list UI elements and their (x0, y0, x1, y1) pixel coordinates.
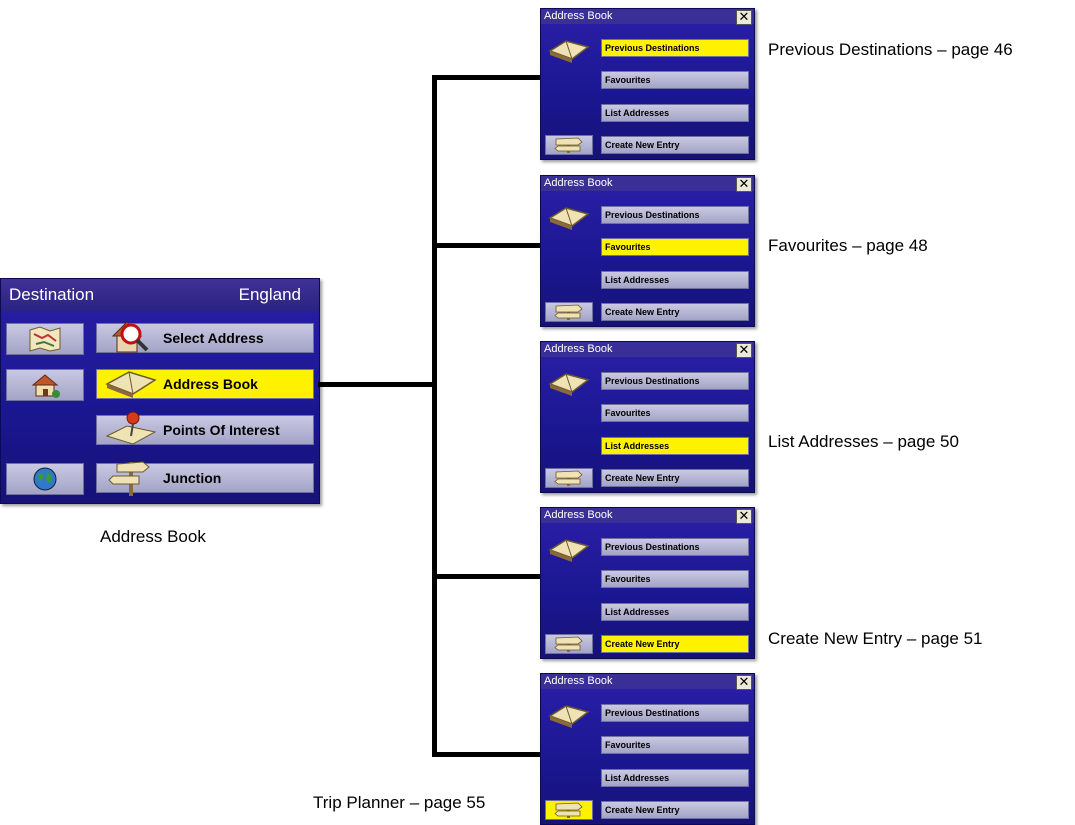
screen-caption: Previous Destinations – page 46 (768, 40, 1013, 59)
address-book-item[interactable]: Create New Entry (601, 801, 749, 819)
points-of-interest-button[interactable]: Points Of Interest (96, 411, 314, 445)
book-icon (548, 35, 592, 70)
destination-region: England (238, 285, 301, 304)
trip-planner-button[interactable] (545, 634, 593, 654)
trip-planner-button[interactable] (545, 800, 593, 820)
map-icon (29, 326, 61, 352)
close-icon[interactable]: ✕ (736, 10, 752, 25)
address-book-item[interactable]: List Addresses (601, 603, 749, 621)
trip-planner-button[interactable] (545, 135, 593, 155)
screen-caption: Trip Planner – page 55 (313, 793, 486, 812)
address-book-item[interactable]: List Addresses (601, 437, 749, 455)
connector-horizontal (318, 382, 434, 387)
destination-row: Points Of Interest (1, 411, 319, 449)
destination-row: Junction (1, 459, 319, 497)
screen-caption: List Addresses – page 50 (768, 432, 959, 451)
destination-screen: Destination England Select Address (0, 278, 320, 504)
destination-caption: Address Book (100, 527, 206, 546)
close-icon[interactable]: ✕ (736, 675, 752, 690)
book-icon (548, 534, 592, 569)
trip-planner-button[interactable] (545, 468, 593, 488)
address-book-title: Address Book (541, 342, 754, 357)
book-icon (548, 368, 592, 403)
home-button[interactable] (6, 369, 84, 401)
address-book-title: Address Book (541, 9, 754, 24)
close-icon[interactable]: ✕ (736, 177, 752, 192)
signpost-icon (554, 802, 583, 818)
close-icon[interactable]: ✕ (736, 343, 752, 358)
address-book-item[interactable]: Previous Destinations (601, 704, 749, 722)
book-icon (548, 202, 592, 237)
trip-planner-button[interactable] (545, 302, 593, 322)
signpost-icon (554, 137, 583, 153)
address-book-item[interactable]: Favourites (601, 238, 749, 256)
address-book-item[interactable]: Favourites (601, 404, 749, 422)
junction-label: Junction (163, 470, 222, 486)
connector-branch (432, 574, 540, 579)
address-book-item[interactable]: List Addresses (601, 104, 749, 122)
book-icon (103, 362, 159, 405)
address-book-title: Address Book (541, 176, 754, 191)
connector-branch (432, 752, 540, 757)
connector-branch (432, 75, 540, 80)
address-book-item[interactable]: Previous Destinations (601, 206, 749, 224)
address-book-item[interactable]: Previous Destinations (601, 39, 749, 57)
address-book-label: Address Book (163, 376, 258, 392)
address-book-title: Address Book (541, 674, 754, 689)
address-book-item[interactable]: Previous Destinations (601, 538, 749, 556)
destination-title-bar: Destination England (1, 279, 319, 311)
destination-row: Address Book (1, 365, 319, 403)
globe-button[interactable] (6, 463, 84, 495)
signpost-icon (554, 470, 583, 486)
address-book-item[interactable]: Favourites (601, 570, 749, 588)
home-icon (31, 374, 60, 398)
connector-vertical (432, 75, 437, 756)
junction-button[interactable]: Junction (96, 461, 314, 496)
address-book-item[interactable]: Create New Entry (601, 136, 749, 154)
address-book-title: Address Book (541, 508, 754, 523)
close-icon[interactable]: ✕ (736, 509, 752, 524)
globe-icon (33, 467, 57, 491)
connector-branch (432, 243, 540, 248)
address-book-item[interactable]: Create New Entry (601, 303, 749, 321)
book-icon (548, 700, 592, 735)
points-of-interest-label: Points Of Interest (163, 422, 280, 438)
signpost-icon (554, 304, 583, 320)
signpost-icon (103, 456, 159, 499)
screen-caption: Favourites – page 48 (768, 236, 928, 255)
signpost-icon (554, 636, 583, 652)
address-book-item[interactable]: List Addresses (601, 271, 749, 289)
select-address-label: Select Address (163, 330, 264, 346)
destination-title: Destination (9, 285, 95, 304)
address-book-item[interactable]: Create New Entry (601, 635, 749, 653)
map-button[interactable] (6, 323, 84, 355)
address-book-item[interactable]: Favourites (601, 736, 749, 754)
address-book-button[interactable]: Address Book (96, 369, 314, 399)
address-book-item[interactable]: Favourites (601, 71, 749, 89)
house-magnifier-icon (103, 316, 157, 359)
address-book-item[interactable]: Previous Destinations (601, 372, 749, 390)
address-book-item[interactable]: Create New Entry (601, 469, 749, 487)
pin-map-icon (103, 408, 159, 451)
destination-row: Select Address (1, 319, 319, 357)
select-address-button[interactable]: Select Address (96, 321, 314, 353)
address-book-item[interactable]: List Addresses (601, 769, 749, 787)
screen-caption: Create New Entry – page 51 (768, 629, 983, 648)
